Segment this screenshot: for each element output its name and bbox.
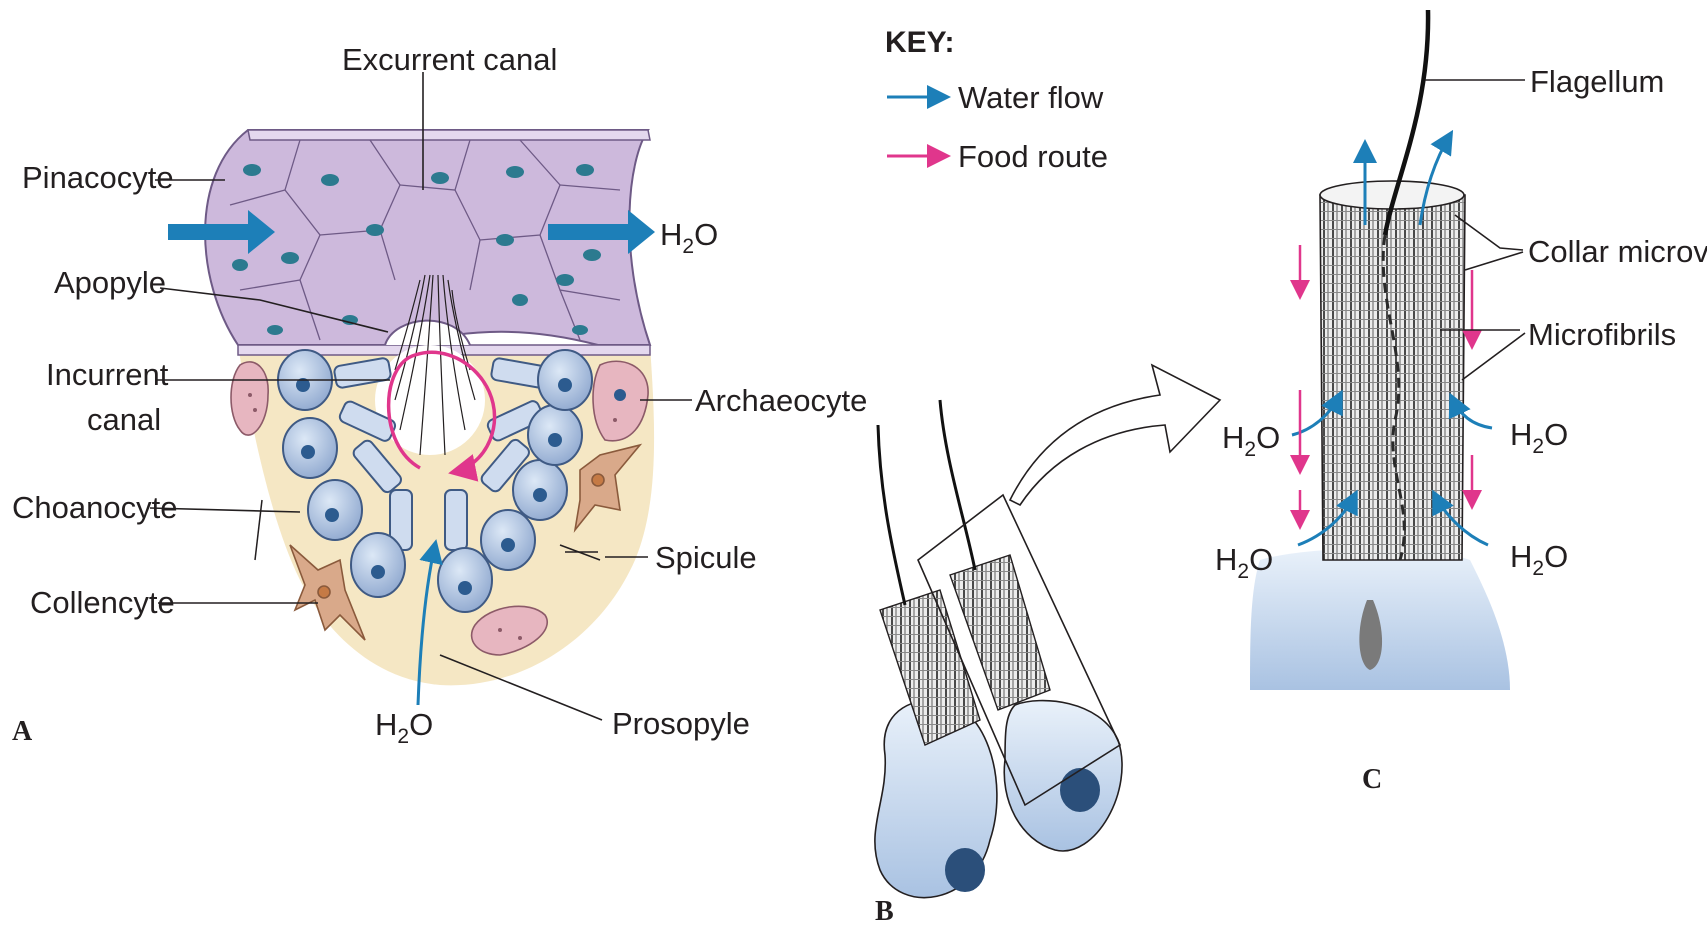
label-prosopyle: Prosopyle bbox=[612, 706, 750, 741]
panel-letter-b: B bbox=[875, 896, 894, 925]
label-choanocyte: Choanocyte bbox=[12, 490, 177, 525]
label-incurrent-canal-line2: canal bbox=[87, 402, 161, 437]
key-water-flow-label: Water flow bbox=[958, 80, 1104, 115]
label-h2o-left-lower: H2O bbox=[1215, 542, 1273, 583]
panel-letter-c: C bbox=[1362, 764, 1382, 795]
label-collencyte: Collencyte bbox=[30, 585, 175, 620]
panel-a: Excurrent canal Pinacocyte Apopyle Incur… bbox=[12, 42, 867, 748]
label-flagellum: Flagellum bbox=[1530, 64, 1664, 99]
label-h2o-right-upper: H2O bbox=[1510, 417, 1568, 458]
key-title: KEY: bbox=[885, 26, 954, 59]
label-excurrent-canal: Excurrent canal bbox=[342, 42, 557, 77]
collar bbox=[1320, 195, 1465, 560]
choanocyte-chamber bbox=[375, 345, 485, 455]
label-h2o-in: H2O bbox=[375, 707, 433, 748]
panel-letter-a: A bbox=[12, 716, 33, 747]
label-pinacocyte: Pinacocyte bbox=[22, 160, 174, 195]
label-microfibrils: Microfibrils bbox=[1528, 317, 1676, 352]
label-incurrent-canal-line1: Incurrent bbox=[46, 357, 169, 392]
key: KEY: Water flow Food route bbox=[885, 26, 1108, 174]
label-collar-microvilli: Collar microvilli bbox=[1528, 234, 1707, 269]
pinacocyte-layer bbox=[205, 130, 650, 355]
choanocyte-cell-1 bbox=[875, 425, 997, 898]
label-h2o-out: H2O bbox=[660, 217, 718, 258]
label-h2o-right-lower: H2O bbox=[1510, 539, 1568, 580]
panel-b: B bbox=[875, 365, 1220, 925]
label-h2o-left-upper: H2O bbox=[1222, 420, 1280, 461]
label-archaeocyte: Archaeocyte bbox=[695, 383, 867, 418]
key-food-route-label: Food route bbox=[958, 139, 1108, 174]
enlarge-arrow-icon bbox=[1010, 365, 1220, 505]
cell-body bbox=[1250, 549, 1510, 690]
panel-c: Flagellum Collar microvilli Microfibrils… bbox=[1215, 10, 1707, 795]
label-apopyle: Apopyle bbox=[54, 265, 166, 300]
label-spicule: Spicule bbox=[655, 540, 757, 575]
